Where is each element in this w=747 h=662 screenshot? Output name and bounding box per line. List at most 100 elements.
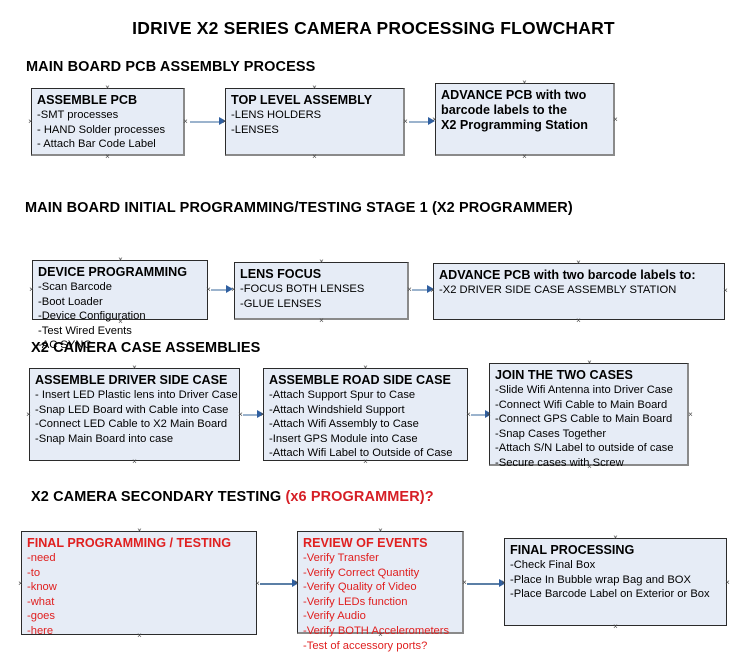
- box-title: DEVICE PROGRAMMING: [38, 265, 188, 279]
- handle-mark: [318, 317, 325, 324]
- process-box-device-programming[interactable]: DEVICE PROGRAMMING -Scan Barcode -Boot L…: [32, 260, 208, 351]
- handle-mark: [28, 286, 35, 293]
- handle-mark: [117, 256, 124, 263]
- process-box-final-processing[interactable]: FINAL PROCESSING -Check Final Box -Place…: [504, 538, 727, 626]
- process-box-join-the-two-cases[interactable]: JOIN THE TWO CASES -Slide Wifi Antenna i…: [489, 363, 689, 469]
- box-line: -goes: [27, 610, 55, 623]
- box-line: -need: [27, 552, 56, 564]
- handle-mark: [104, 84, 111, 91]
- box-title: ASSEMBLE ROAD SIDE CASE: [269, 373, 451, 387]
- handle-mark: [377, 631, 384, 638]
- box-line: -LENS HOLDERS: [231, 109, 322, 121]
- box-line: -SMT processes: [37, 109, 119, 121]
- box-line: -here: [27, 624, 54, 637]
- handle-mark: [612, 116, 619, 123]
- handle-mark: [722, 287, 729, 294]
- process-box-lens-focus[interactable]: LENS FOCUS -FOCUS BOTH LENSES -GLUE LENS…: [234, 262, 409, 320]
- box-line: -Verify Quality of Video: [303, 581, 417, 594]
- connector-arrow: [260, 583, 294, 585]
- handle-mark: [27, 118, 34, 125]
- handle-mark: [362, 364, 369, 371]
- handle-mark: [136, 527, 143, 534]
- section-heading-text: X2 CAMERA SECONDARY TESTING: [31, 489, 286, 505]
- box-title: ADVANCE PCB with two barcode labels to:: [439, 268, 696, 282]
- handle-mark: [586, 359, 593, 366]
- box-title: FINAL PROCESSING: [510, 543, 635, 557]
- box-title: FINAL PROGRAMMING / TESTING: [27, 536, 232, 550]
- section-heading-accent: (x6 PROGRAMMER)?: [285, 489, 434, 505]
- handle-mark: [311, 84, 318, 91]
- connector-arrow: [409, 121, 430, 123]
- box-title: ASSEMBLE DRIVER SIDE CASE: [35, 373, 228, 387]
- section-heading-main-board-initial-programming: MAIN BOARD INITIAL PROGRAMMING/TESTING S…: [25, 200, 573, 216]
- box-line: -Snap Cases Together: [495, 427, 607, 440]
- section-heading-text: MAIN BOARD PCB ASSEMBLY PROCESS: [26, 59, 316, 75]
- handle-mark: [586, 463, 593, 470]
- box-line: -Verify Transfer: [303, 552, 379, 564]
- handle-mark: [117, 318, 124, 325]
- box-line: -Snap Main Board into case: [35, 432, 174, 445]
- process-box-assemble-road-side-case[interactable]: ASSEMBLE ROAD SIDE CASE -Attach Support …: [263, 368, 468, 461]
- handle-mark: [230, 286, 237, 293]
- handle-mark: [259, 411, 266, 418]
- handle-mark: [293, 579, 300, 586]
- box-line: -Attach Windshield Support: [269, 403, 405, 416]
- page-title: IDRIVE X2 SERIES CAMERA PROCESSING FLOWC…: [132, 18, 615, 38]
- handle-mark: [402, 118, 409, 125]
- box-line: -Snap LED Board with Cable into Case: [35, 403, 229, 416]
- handle-mark: [575, 259, 582, 266]
- process-box-final-programming-testing[interactable]: FINAL PROGRAMMING / TESTING -need -to -k…: [21, 531, 257, 637]
- handle-mark: [575, 317, 582, 324]
- box-line: -GLUE LENSES: [240, 297, 322, 310]
- box-line: -AC SYNC: [38, 339, 92, 352]
- box-line: -Insert GPS Module into Case: [269, 432, 418, 445]
- box-line: -X2 DRIVER SIDE CASE ASSEMBLY STATION: [439, 284, 677, 296]
- handle-mark: [724, 579, 731, 586]
- process-box-top-level-assembly[interactable]: TOP LEVEL ASSEMBLY -LENS HOLDERS -LENSES: [225, 88, 405, 156]
- handle-mark: [311, 153, 318, 160]
- handle-mark: [25, 411, 32, 418]
- handle-mark: [182, 118, 189, 125]
- box-line: -Scan Barcode: [38, 281, 113, 293]
- handle-mark: [221, 118, 228, 125]
- box-line: -to: [27, 566, 41, 579]
- process-box-advance-pcb-x2-programming-station[interactable]: ADVANCE PCB with two barcode labels to t…: [435, 83, 615, 156]
- box-line: -Verify Audio: [303, 610, 366, 623]
- box-line: -Boot Loader: [38, 295, 103, 308]
- box-title: ASSEMBLE PCB: [37, 93, 138, 107]
- box-line: - Insert LED Plastic lens into Driver Ca…: [35, 389, 238, 401]
- box-line: -what: [27, 595, 55, 608]
- handle-mark: [131, 458, 138, 465]
- process-box-assemble-pcb[interactable]: ASSEMBLE PCB -SMT processes - HAND Solde…: [31, 88, 185, 156]
- section-heading-text: X2 CAMERA CASE ASSEMBLIES: [31, 340, 261, 356]
- connector-arrow: [412, 289, 429, 291]
- box-line: -Test Wired Events: [38, 324, 132, 337]
- box-line: - HAND Solder processes: [37, 123, 166, 136]
- process-box-advance-pcb-driver-side-case[interactable]: ADVANCE PCB with two barcode labels to: …: [433, 263, 725, 320]
- box-line: -Attach S/N Label to outside of case: [495, 442, 674, 455]
- handle-mark: [687, 411, 694, 418]
- connector-arrow: [190, 121, 222, 123]
- handle-mark: [318, 258, 325, 265]
- handle-mark: [521, 79, 528, 86]
- connector-arrow: [467, 583, 501, 585]
- connector-arrow: [243, 414, 259, 416]
- process-box-assemble-driver-side-case[interactable]: ASSEMBLE DRIVER SIDE CASE - Insert LED P…: [29, 368, 240, 461]
- handle-mark: [104, 153, 111, 160]
- box-line: -Connect GPS Cable to Main Board: [495, 413, 673, 426]
- process-box-review-of-events[interactable]: REVIEW OF EVENTS -Verify Transfer -Verif…: [297, 531, 464, 652]
- box-line: -Connect Wifi Cable to Main Board: [495, 398, 668, 411]
- box-line: -Attach Wifi Label to Outside of Case: [269, 447, 453, 460]
- box-line: -Attach Support Spur to Case: [269, 389, 416, 401]
- box-title: TOP LEVEL ASSEMBLY: [231, 93, 373, 107]
- handle-mark: [500, 579, 507, 586]
- box-line: -know: [27, 581, 57, 594]
- box-line: -Place In Bubble wrap Bag and BOX: [510, 573, 691, 586]
- handle-mark: [362, 458, 369, 465]
- handle-mark: [429, 287, 436, 294]
- handle-mark: [521, 153, 528, 160]
- box-line: -Slide Wifi Antenna into Driver Case: [495, 384, 673, 396]
- box-line: -Attach Wifi Assembly to Case: [269, 418, 419, 431]
- box-line: -LENSES: [231, 123, 279, 136]
- box-title: X2 Programming Station: [441, 118, 588, 132]
